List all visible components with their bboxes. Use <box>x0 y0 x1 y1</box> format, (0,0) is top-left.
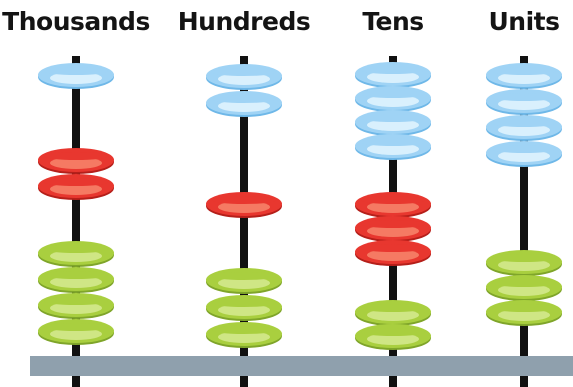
red-bead-tens-1 <box>355 192 431 218</box>
green-bead-units-2 <box>486 275 562 301</box>
green-bead-thousands-2 <box>38 267 114 293</box>
blue-bead-tens-4 <box>355 134 431 160</box>
blue-bead-hundreds-2 <box>206 91 282 117</box>
red-bead-tens-3 <box>355 240 431 266</box>
column-label-tens: Tens <box>362 7 424 36</box>
blue-bead-tens-1 <box>355 62 431 88</box>
blue-bead-units-3 <box>486 115 562 141</box>
blue-bead-tens-3 <box>355 110 431 136</box>
column-label-hundreds: Hundreds <box>177 7 311 36</box>
green-bead-hundreds-2 <box>206 295 282 321</box>
blue-bead-units-2 <box>486 89 562 115</box>
rod-hundreds <box>240 56 248 387</box>
red-bead-tens-2 <box>355 216 431 242</box>
green-bead-tens-1 <box>355 300 431 326</box>
blue-bead-units-4 <box>486 141 562 167</box>
green-bead-hundreds-3 <box>206 322 282 348</box>
blue-bead-hundreds-1 <box>206 64 282 90</box>
green-bead-tens-2 <box>355 324 431 350</box>
red-bead-hundreds-1 <box>206 192 282 218</box>
blue-bead-tens-2 <box>355 86 431 112</box>
green-bead-units-3 <box>486 300 562 326</box>
column-label-thousands: Thousands <box>2 7 150 36</box>
blue-bead-thousands-1 <box>38 63 114 89</box>
green-bead-thousands-1 <box>38 241 114 267</box>
red-bead-thousands-1 <box>38 148 114 174</box>
rod-thousands <box>72 56 80 387</box>
green-bead-hundreds-1 <box>206 268 282 294</box>
green-bead-thousands-3 <box>38 293 114 319</box>
column-label-units: Units <box>488 7 561 36</box>
red-bead-thousands-2 <box>38 174 114 200</box>
rod-units <box>520 56 528 387</box>
abacus-base <box>30 356 573 376</box>
green-bead-thousands-4 <box>38 319 114 345</box>
blue-bead-units-1 <box>486 63 562 89</box>
green-bead-units-1 <box>486 250 562 276</box>
